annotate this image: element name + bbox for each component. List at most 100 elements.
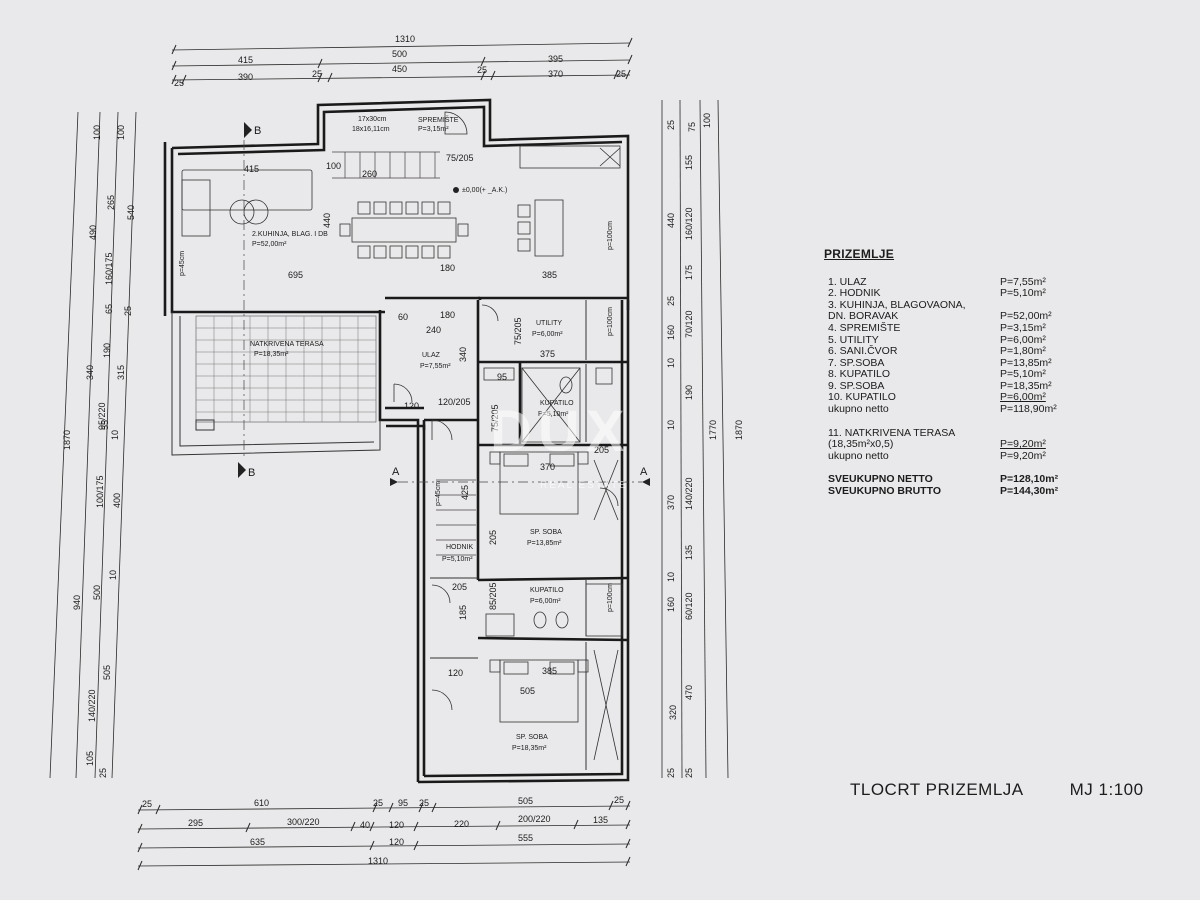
left-dim: 100/175 <box>95 475 105 508</box>
room-area: P=18,35m² <box>512 745 547 752</box>
parapet-note: p=100cm <box>607 307 614 336</box>
right-dim: 370 <box>666 495 676 510</box>
section-mark-a: A <box>392 466 400 478</box>
plan-title: TLOCRT PRIZEMLJA <box>850 780 1024 799</box>
room-name: ULAZ <box>422 352 441 359</box>
room-area: P=18,35m² <box>254 351 289 358</box>
bottom-dim: 505 <box>518 796 533 806</box>
right-dim: 10 <box>666 420 676 430</box>
room-area: P=13,85m² <box>527 540 562 547</box>
bottom-dim: 635 <box>250 837 265 847</box>
row-value: P=5,10m² <box>1000 368 1046 381</box>
inner-dim: 100 <box>326 161 341 171</box>
terrace-row: 11. NATKRIVENA TERASA <box>818 427 1098 439</box>
left-dim: 65 <box>104 304 114 314</box>
inner-dimensions: 415 440 695 180 385 100 75/205 260 60 24… <box>244 153 609 696</box>
right-dim: 320 <box>668 705 678 720</box>
section-labels: B B A A <box>248 125 648 479</box>
room-name: SPREMIŠTE <box>418 115 459 124</box>
row-label: 3. KUHINJA, BLAGOVAONA, <box>828 298 966 311</box>
row-label: 1. ULAZ <box>828 275 867 288</box>
row-value: P=3,15m² <box>1000 321 1046 334</box>
schedule-row: 10. KUPATILO P=6,00m² <box>818 392 1098 404</box>
room-area: P=3,15m² <box>418 126 449 133</box>
right-dim: 70/120 <box>684 310 694 338</box>
room-notes: 17x30cm 18x16,11cm p=45cm p=100cm p=45cm… <box>179 116 614 612</box>
row-value: P=6,00m² <box>1000 391 1046 404</box>
bottom-dim: 300/220 <box>287 817 320 827</box>
bottom-dim: 610 <box>254 798 269 808</box>
left-dimension-texts: 1870 940 490 100 265 160/175 65 190 55 1… <box>62 125 136 778</box>
parapet-note: p=45cm <box>179 251 186 276</box>
room-name: UTILITY <box>536 320 562 327</box>
bottom-dim: 555 <box>518 833 533 843</box>
row-value: P=6,00m² <box>1000 333 1046 346</box>
right-dim-total: 1870 <box>734 420 744 440</box>
left-dim: 100 <box>92 125 102 140</box>
parapet-note: p=45cm <box>435 481 442 506</box>
row-value: P=1,80m² <box>1000 345 1046 358</box>
right-dim: 440 <box>666 213 676 228</box>
row-label: 10. KUPATILO <box>828 391 896 404</box>
row-value: P=128,10m² <box>1000 473 1059 486</box>
inner-dim: 240 <box>426 325 441 335</box>
inner-dim: 205 <box>488 530 498 545</box>
row-value: P=9,20m² <box>1000 438 1046 451</box>
row-value: P=118,90m² <box>1000 403 1057 416</box>
right-dim: 25 <box>684 768 694 778</box>
top-dimension-texts: 1310 415 500 395 25 390 25 450 25 370 25 <box>174 34 626 88</box>
room-area: P=6,00m² <box>532 331 563 338</box>
left-dim: 140/220 <box>87 689 97 722</box>
inner-dim: 375 <box>540 349 555 359</box>
top-dim: 25 <box>174 78 184 88</box>
left-dim: 505 <box>102 665 112 680</box>
row-label: 8. KUPATILO <box>828 368 891 381</box>
inner-dim: 75/205 <box>446 153 474 163</box>
left-dim: 10 <box>110 430 120 440</box>
left-dim: 490 <box>88 225 98 240</box>
right-dim: 175 <box>684 265 694 280</box>
terrace-grid <box>195 315 377 431</box>
right-dim: 25 <box>666 296 676 306</box>
row-value: P=13,85m² <box>1000 356 1052 369</box>
inner-dim: 260 <box>362 169 377 179</box>
furniture <box>181 145 623 761</box>
left-dim: 160/175 <box>104 252 114 285</box>
stair-note: 18x16,11cm <box>352 126 390 133</box>
level-mark-text: ±0,00(+ _A.K.) <box>462 187 507 194</box>
left-dim: 95/220 <box>97 402 107 430</box>
parapet-note: p=100cm <box>607 583 614 612</box>
bottom-dimension-texts: 25 610 25 95 25 505 25 295 300/220 40 12… <box>142 795 624 866</box>
inner-dim: 180 <box>440 310 455 320</box>
section-mark-b: B <box>248 467 255 479</box>
row-label: 9. SP.SOBA <box>828 379 885 392</box>
bottom-dim: 25 <box>614 795 624 805</box>
room-area: P=6,00m² <box>530 598 561 605</box>
top-dim: 25 <box>616 69 626 79</box>
inner-dim: 185 <box>458 605 468 620</box>
inner-dim: 120 <box>448 668 463 678</box>
inner-dim: 120/205 <box>438 397 471 407</box>
inner-dim: 385 <box>542 666 557 676</box>
top-dim: 415 <box>238 55 253 65</box>
right-dim: 25 <box>666 768 676 778</box>
bottom-dim-total: 1310 <box>368 856 388 866</box>
bottom-dim: 95 <box>398 798 408 808</box>
left-dim: 315 <box>116 365 126 380</box>
row-label: 6. SANI.ČVOR <box>828 345 898 358</box>
inner-dim: 415 <box>244 164 259 174</box>
exterior-walls <box>163 98 630 784</box>
inner-dim: 425 <box>460 485 470 500</box>
row-value: P=7,55m² <box>1000 275 1046 288</box>
left-dim: 105 <box>85 751 95 766</box>
room-area: P=52,00m² <box>252 241 287 248</box>
section-mark-b: B <box>254 125 261 137</box>
right-dim: 160 <box>666 597 676 612</box>
inner-dim: 180 <box>440 263 455 273</box>
top-dim: 370 <box>548 69 563 79</box>
left-dim: 940 <box>72 595 82 610</box>
